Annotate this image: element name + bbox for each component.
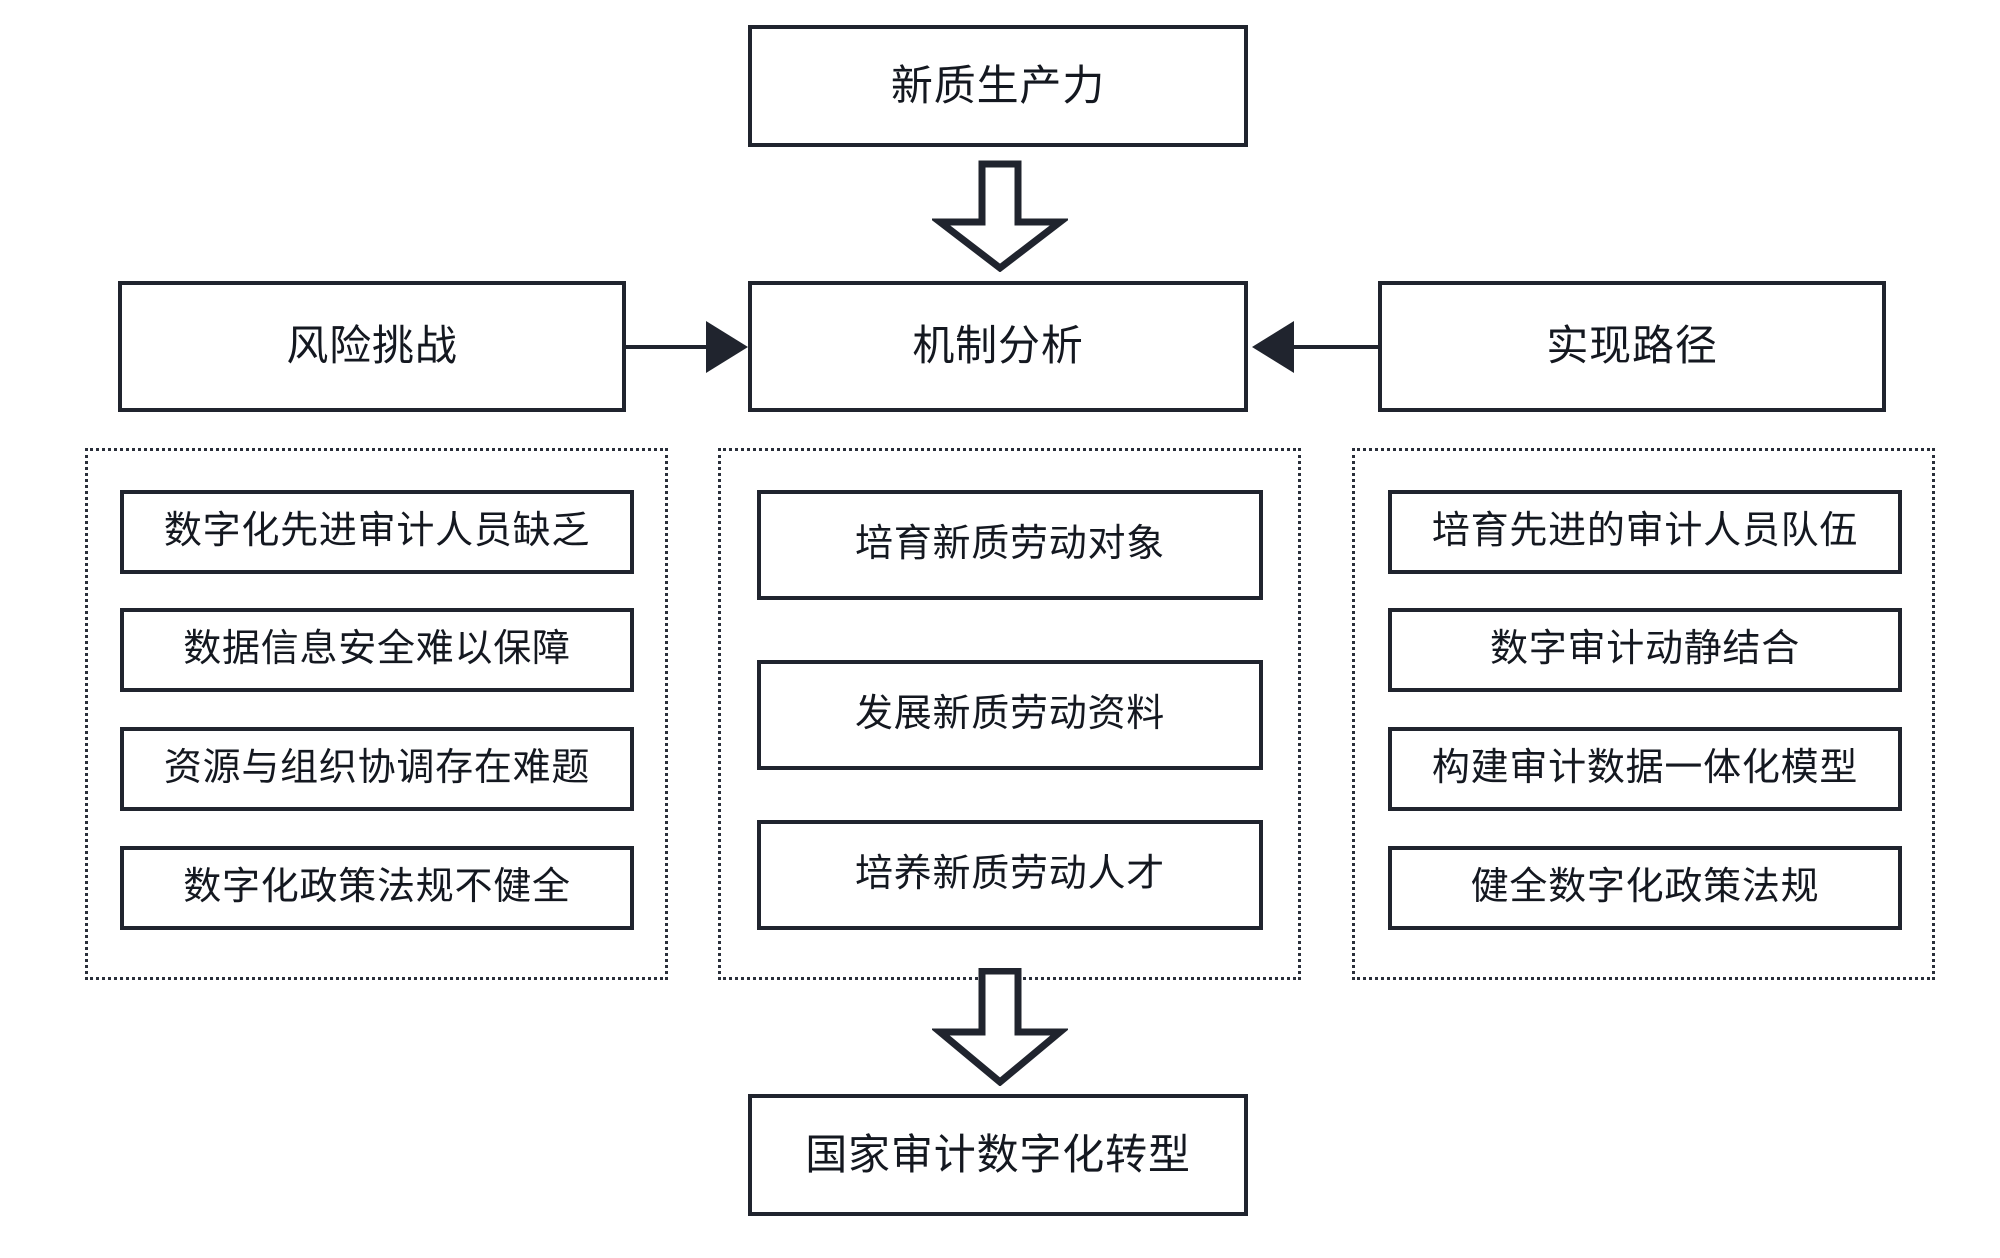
node-implementation-path: 实现路径: [1378, 281, 1886, 412]
down-block-arrow-bottom: [932, 968, 1068, 1086]
list-item-risk-1: 数字化先进审计人员缺乏: [120, 490, 634, 574]
left-arrow-icon: [1252, 321, 1294, 373]
down-block-arrow-top: [932, 160, 1068, 272]
list-item-path-2: 数字审计动静结合: [1388, 608, 1902, 692]
right-arrow-icon: [706, 321, 748, 373]
list-item-mechanism-1: 培育新质劳动对象: [757, 490, 1263, 600]
node-mechanism-analysis: 机制分析: [748, 281, 1248, 412]
list-item-path-3: 构建审计数据一体化模型: [1388, 727, 1902, 811]
list-item-mechanism-2: 发展新质劳动资料: [757, 660, 1263, 770]
connector-line-right: [1268, 345, 1378, 349]
group-implementation-path: [1352, 448, 1935, 980]
list-item-risk-3: 资源与组织协调存在难题: [120, 727, 634, 811]
list-item-risk-4: 数字化政策法规不健全: [120, 846, 634, 930]
list-item-path-4: 健全数字化政策法规: [1388, 846, 1902, 930]
node-national-audit-digital-transformation: 国家审计数字化转型: [748, 1094, 1248, 1216]
node-new-quality-productive-forces: 新质生产力: [748, 25, 1248, 147]
node-risk-challenges: 风险挑战: [118, 281, 626, 412]
connector-line-left: [626, 345, 730, 349]
list-item-risk-2: 数据信息安全难以保障: [120, 608, 634, 692]
list-item-path-1: 培育先进的审计人员队伍: [1388, 490, 1902, 574]
group-risk-challenges: [85, 448, 668, 980]
list-item-mechanism-3: 培养新质劳动人才: [757, 820, 1263, 930]
